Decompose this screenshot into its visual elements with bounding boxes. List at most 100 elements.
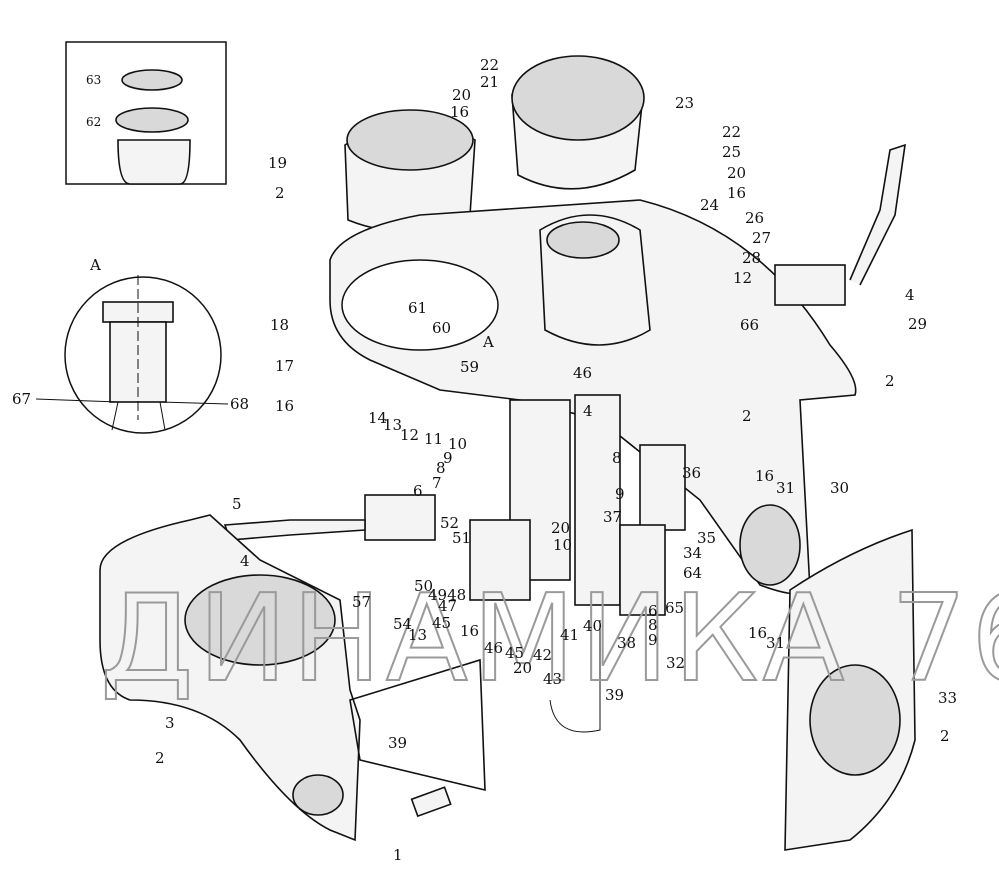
callout-1: 1 [393, 846, 403, 864]
cable-39 [549, 620, 601, 733]
central-bracket [469, 394, 686, 616]
gauge-opening [341, 259, 499, 351]
callout-20: 20 [551, 519, 570, 537]
callout-31: 31 [776, 479, 795, 497]
callout-10: 10 [553, 536, 572, 554]
callout-66: 66 [740, 316, 759, 334]
right-housing-recess [739, 504, 801, 586]
callout-27: 27 [752, 229, 771, 247]
callout-4: 4 [905, 286, 915, 304]
callout-26: 26 [745, 209, 764, 227]
callout-23: 23 [675, 94, 694, 112]
callout-61: 61 [408, 299, 427, 317]
callout-13: 13 [408, 626, 427, 644]
callout-52: 52 [440, 514, 459, 532]
lamp-socket [102, 275, 174, 431]
callout-32: 32 [666, 654, 685, 672]
callout-45: 45 [432, 614, 451, 632]
callout-25: 25 [722, 143, 741, 161]
callout-39: 39 [605, 686, 624, 704]
callout-16: 16 [748, 624, 767, 642]
callout-12: 12 [733, 269, 752, 287]
callout-5: 5 [232, 495, 242, 513]
callout-4948: 4948 [428, 586, 466, 604]
callout-38: 38 [617, 634, 636, 652]
callout-8: 8 [436, 459, 446, 477]
callout-10: 10 [448, 435, 467, 453]
callout-60: 60 [432, 319, 451, 337]
callout-68: 68 [230, 395, 249, 413]
callout-2: 2 [940, 727, 950, 745]
callout-11: 11 [424, 430, 443, 448]
callout-16: 16 [275, 397, 294, 415]
callout-47: 47 [438, 597, 457, 615]
callout-19: 19 [268, 154, 287, 172]
callout-54: 54 [393, 615, 412, 633]
callout-12: 12 [400, 426, 419, 444]
callout-4: 4 [583, 402, 593, 420]
callout-2: 2 [275, 184, 285, 202]
callout-8: 8 [612, 449, 622, 467]
callout-9: 9 [648, 631, 658, 649]
right-panel-recess [809, 664, 901, 776]
callout-13: 13 [383, 416, 402, 434]
left-panel-recess [184, 574, 336, 666]
callout-62: 62 [86, 115, 101, 129]
callout-43: 43 [543, 670, 562, 688]
callout-17: 17 [275, 357, 294, 375]
callout-35: 35 [697, 529, 716, 547]
callout-57: 57 [352, 593, 371, 611]
callout-45: 45 [505, 644, 524, 662]
callout-2: 2 [155, 749, 165, 767]
callout-14: 14 [368, 409, 387, 427]
callout-3: 3 [165, 714, 175, 732]
callout-39: 39 [388, 734, 407, 752]
callout-65: 65 [665, 599, 684, 617]
callout-40: 40 [583, 617, 602, 635]
callout-46: 46 [573, 364, 592, 382]
callout-7: 7 [432, 474, 442, 492]
callout-2: 2 [885, 372, 895, 390]
callout-16: 16 [755, 467, 774, 485]
gauge-19 [344, 109, 476, 233]
callout-6: 6 [648, 602, 658, 620]
switch-lever-left [223, 494, 436, 541]
callout-20: 20 [452, 86, 471, 104]
column-opening [546, 221, 620, 259]
speedometer-23 [511, 55, 645, 190]
callout-30: 30 [830, 479, 849, 497]
detail-a-title: A [89, 256, 101, 274]
callout-42: 42 [533, 646, 552, 664]
callout-20: 20 [513, 659, 532, 677]
callout-36: 36 [682, 464, 701, 482]
callout-16: 16 [450, 103, 469, 121]
callout-67: 67 [12, 390, 31, 408]
callout-4: 4 [240, 552, 250, 570]
left-panel-hole [292, 774, 344, 816]
callout-37: 37 [603, 508, 622, 526]
callout-2: 2 [742, 407, 752, 425]
callout-28: 28 [742, 249, 761, 267]
callout-63: 63 [86, 73, 101, 87]
callout-22: 22 [722, 123, 741, 141]
callout-16: 16 [460, 622, 479, 640]
callout-18: 18 [270, 316, 289, 334]
switch-lever-right [774, 143, 906, 306]
callout-9: 9 [443, 449, 453, 467]
callout-50: 50 [414, 577, 433, 595]
callout-A: A [482, 333, 494, 351]
callout-59: 59 [460, 358, 479, 376]
callout-31: 31 [766, 634, 785, 652]
callout-41: 41 [560, 626, 579, 644]
callout-34: 34 [683, 544, 702, 562]
cover-1 [410, 786, 452, 818]
callout-22: 22 [480, 56, 499, 74]
watermark: ДИНАМИКА 76 [100, 570, 999, 709]
callout-21: 21 [480, 73, 499, 91]
callout-24: 24 [700, 196, 719, 214]
callout-6: 6 [413, 482, 423, 500]
callout-20: 20 [727, 164, 746, 182]
bushing-parts [115, 69, 191, 185]
